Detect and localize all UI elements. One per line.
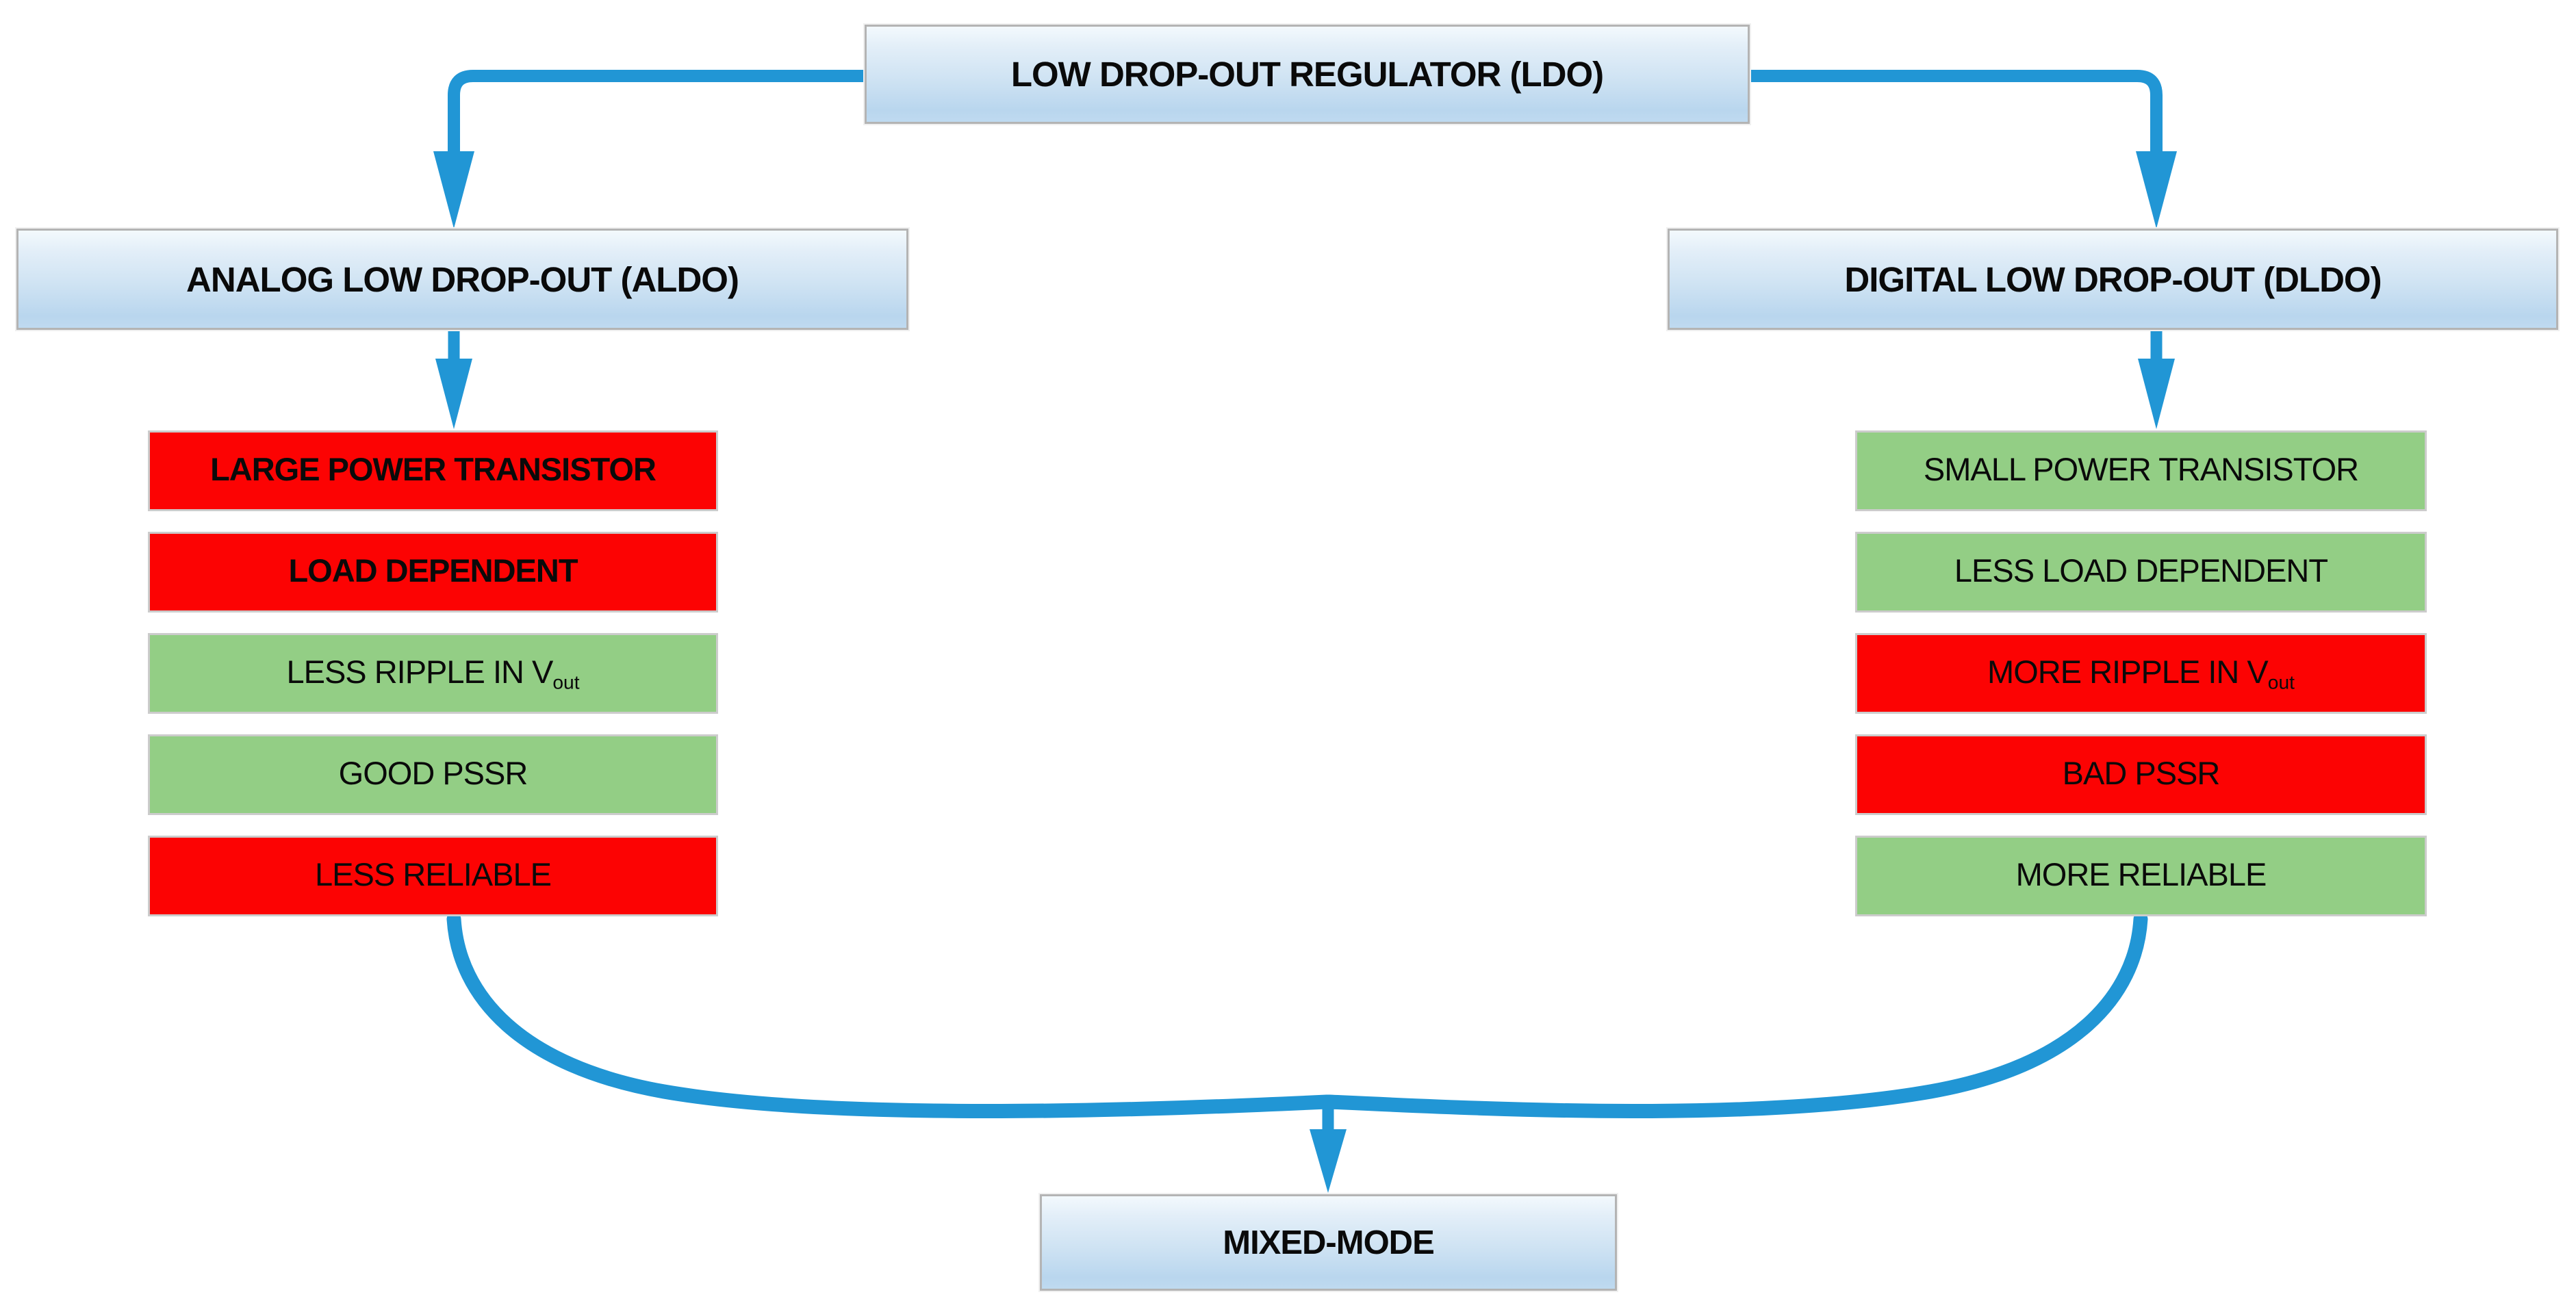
- row-label: LESS RIPPLE IN Vout: [286, 654, 580, 693]
- connector-right-curve-to-mixed: [1322, 912, 2148, 1119]
- dldo-attribute-bad-pssr: BAD PSSR: [1855, 734, 2427, 815]
- aldo-attribute-less-ripple: LESS RIPPLE IN Vout: [148, 633, 718, 714]
- aldo-attribute-large-power-transistor: LARGE POWER TRANSISTOR: [148, 430, 718, 511]
- arrowhead-right-rows-icon: [2138, 359, 2175, 429]
- dldo-attribute-more-reliable: MORE RELIABLE: [1855, 836, 2427, 916]
- row-label: LESS RELIABLE: [315, 856, 552, 893]
- node-ldo: LOW DROP-OUT REGULATOR (LDO): [865, 25, 1750, 124]
- dldo-attribute-more-ripple: MORE RIPPLE IN Vout: [1855, 633, 2427, 714]
- node-dldo: DIGITAL LOW DROP-OUT (DLDO): [1668, 229, 2558, 330]
- aldo-attribute-less-reliable: LESS RELIABLE: [148, 836, 718, 916]
- dldo-attribute-less-load-dependent: LESS LOAD DEPENDENT: [1855, 532, 2427, 613]
- node-aldo-label: ANALOG LOW DROP-OUT (ALDO): [186, 259, 739, 299]
- row-label: BAD PSSR: [2062, 755, 2221, 792]
- connector-left-curve-to-mixed: [446, 912, 1334, 1119]
- row-label: LARGE POWER TRANSISTOR: [210, 451, 656, 488]
- node-mixed-mode: MIXED-MODE: [1040, 1194, 1617, 1291]
- connector-ldo-to-dldo: [1740, 70, 2163, 165]
- aldo-attribute-good-pssr: GOOD PSSR: [148, 734, 718, 815]
- row-label: LESS LOAD DEPENDENT: [1954, 552, 2328, 589]
- arrowhead-dldo-icon: [2136, 151, 2177, 229]
- row-label: SMALL POWER TRANSISTOR: [1923, 451, 2359, 488]
- arrowhead-mixed-icon: [1310, 1129, 1347, 1193]
- row-label: GOOD PSSR: [338, 755, 528, 792]
- dldo-attribute-small-power-transistor: SMALL POWER TRANSISTOR: [1855, 430, 2427, 511]
- node-mixed-mode-label: MIXED-MODE: [1223, 1224, 1434, 1261]
- row-label: LOAD DEPENDENT: [288, 552, 578, 589]
- connector-ldo-to-aldo: [448, 70, 874, 165]
- aldo-attribute-load-dependent: LOAD DEPENDENT: [148, 532, 718, 613]
- row-label: MORE RELIABLE: [2015, 856, 2267, 893]
- node-aldo: ANALOG LOW DROP-OUT (ALDO): [16, 229, 908, 330]
- row-label: MORE RIPPLE IN Vout: [1987, 654, 2295, 693]
- node-ldo-label: LOW DROP-OUT REGULATOR (LDO): [1010, 55, 1604, 94]
- arrowhead-left-rows-icon: [435, 359, 472, 429]
- node-dldo-label: DIGITAL LOW DROP-OUT (DLDO): [1844, 259, 2382, 299]
- arrowhead-aldo-icon: [433, 151, 474, 229]
